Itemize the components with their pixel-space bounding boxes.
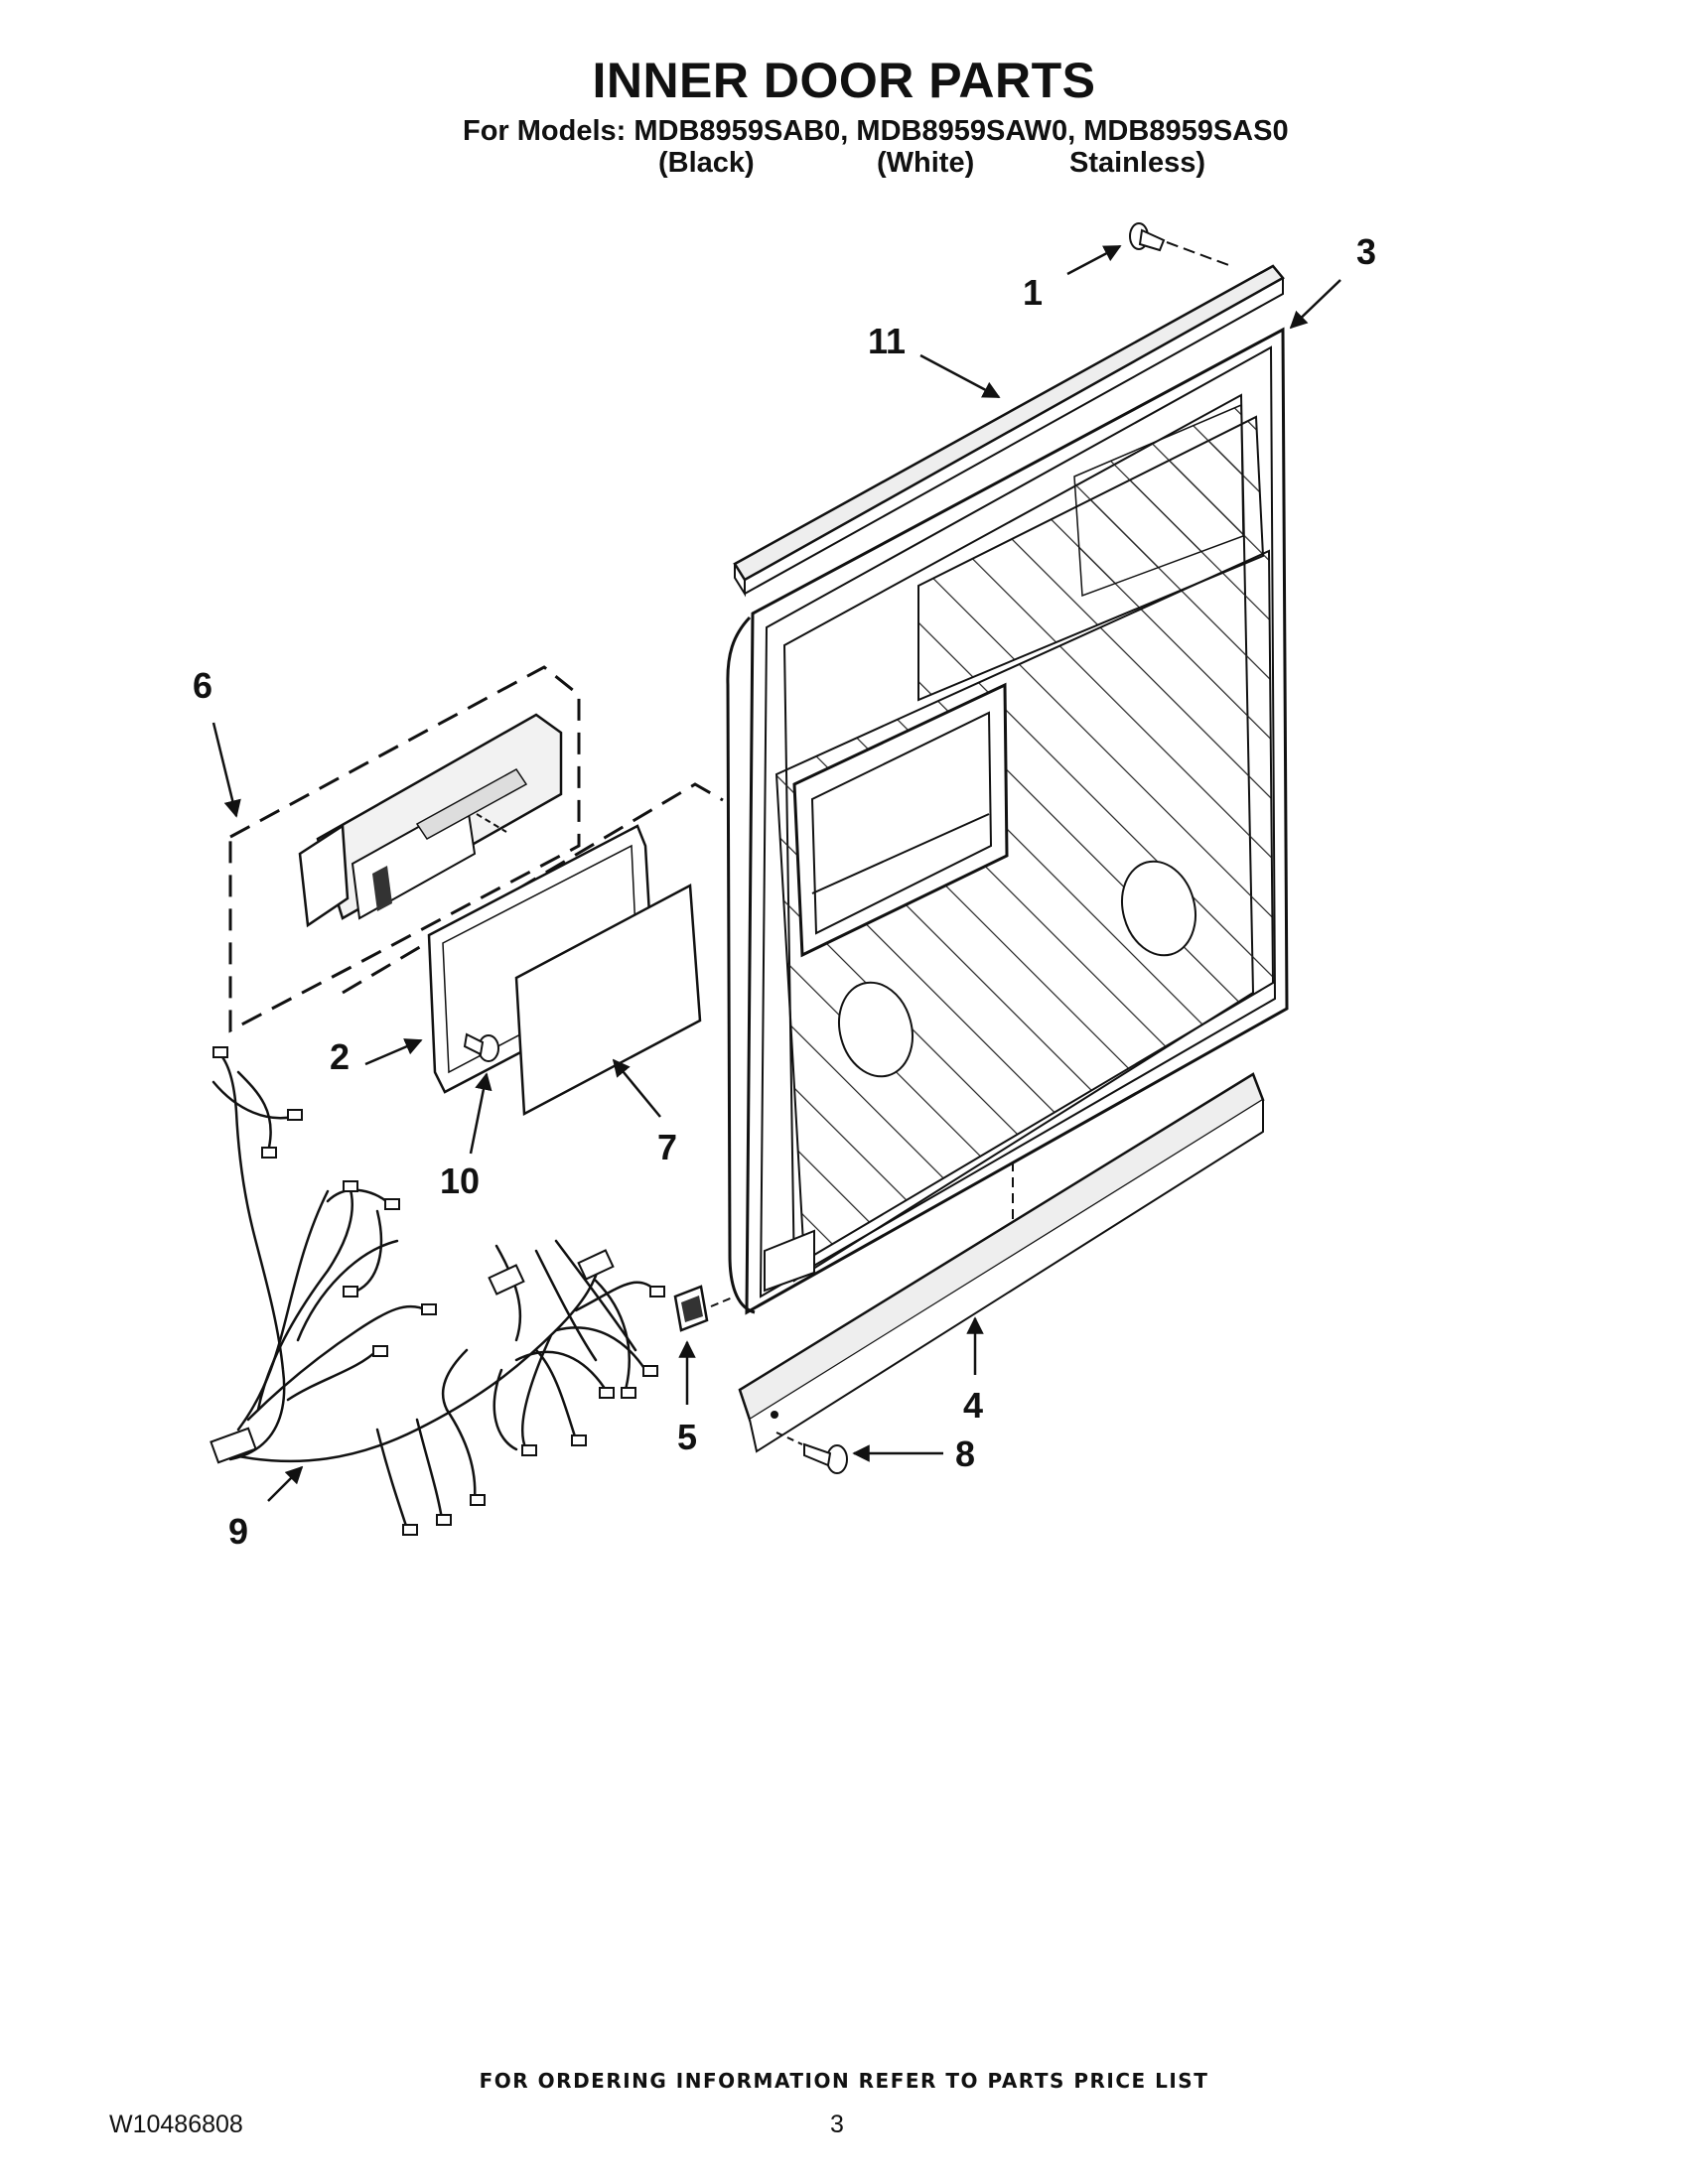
bottom-channel-screw <box>775 1432 848 1474</box>
door-clip <box>673 1285 736 1332</box>
leader-10 <box>469 1072 492 1155</box>
control-module-housing <box>298 713 563 928</box>
leader-11 <box>919 353 1001 399</box>
door-tub-hatched <box>774 403 1275 1263</box>
leader-3 <box>1289 279 1341 330</box>
leader-7 <box>612 1058 661 1118</box>
document-number: W10486808 <box>109 2111 243 2138</box>
callout-9: 9 <box>228 1511 248 1552</box>
bottom-door-channel <box>738 1072 1265 1453</box>
panel-vent-circle-left <box>838 981 914 1078</box>
callout-6: 6 <box>193 665 212 706</box>
leader-1 <box>1066 244 1122 276</box>
callout-2: 2 <box>330 1036 350 1077</box>
callout-10: 10 <box>440 1160 480 1201</box>
leader-lines <box>211 244 1341 1502</box>
callout-7: 7 <box>657 1127 677 1167</box>
control-screw <box>463 1032 499 1062</box>
panel-vent-circle-right <box>1121 860 1196 957</box>
page-number: 3 <box>830 2111 844 2138</box>
variant-stainless: Stainless) <box>1069 147 1205 179</box>
callout-5: 5 <box>677 1417 697 1457</box>
callout-8: 8 <box>955 1433 975 1474</box>
variant-black: (Black) <box>658 147 755 179</box>
leader-2 <box>364 1038 423 1066</box>
models-line: For Models: MDB8959SAB0, MDB8959SAW0, MD… <box>463 115 1289 147</box>
callout-1: 1 <box>1023 272 1043 313</box>
ordering-note: FOR ORDERING INFORMATION REFER TO PARTS … <box>479 2069 1209 2093</box>
inner-door-panel <box>726 327 1289 1315</box>
detergent-dispenser-opening <box>792 682 1009 958</box>
callout-11: 11 <box>868 321 906 361</box>
top-door-trim <box>733 264 1285 598</box>
leader-9 <box>267 1465 304 1502</box>
callout-4: 4 <box>963 1385 983 1426</box>
harness-connectors <box>210 1046 665 1536</box>
control-board <box>514 883 702 1117</box>
wiring-harness <box>211 1050 657 1531</box>
callout-labels: 1 2 3 4 5 6 7 8 9 10 11 <box>193 231 1376 1552</box>
leader-6 <box>211 722 241 818</box>
page-title: INNER DOOR PARTS <box>592 53 1096 108</box>
variant-white: (White) <box>877 147 975 179</box>
top-trim-screw <box>1129 222 1232 267</box>
callout-3: 3 <box>1356 231 1376 272</box>
